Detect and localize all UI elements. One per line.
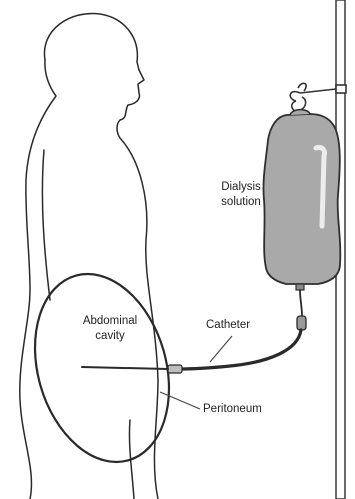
arm-line <box>42 150 50 300</box>
catheter-cuff <box>168 365 182 373</box>
dialysis-solution-label: Dialysis solution <box>212 180 270 210</box>
human-figure <box>20 13 158 499</box>
body-back-outline <box>20 60 56 499</box>
catheter-internal <box>82 367 168 369</box>
peritoneum-label: Peritoneum <box>203 402 262 417</box>
catheter-tube <box>178 330 301 369</box>
body-front-outline <box>44 13 158 499</box>
catheter-label: Catheter <box>206 318 250 333</box>
dialysis-label-line-2: solution <box>212 195 270 210</box>
tube-connector <box>297 316 306 330</box>
dialysis-label-line-1: Dialysis <box>212 180 270 195</box>
abdominal-label-line-2: cavity <box>72 329 148 344</box>
abdominal-label-line-1: Abdominal <box>72 314 148 329</box>
catheter-pointer <box>210 336 232 362</box>
dialysis-bag <box>263 110 340 290</box>
abdominal-cavity-label: Abdominal cavity <box>72 314 148 344</box>
tube-upper <box>300 290 302 316</box>
peritoneum-pointer <box>160 392 200 409</box>
